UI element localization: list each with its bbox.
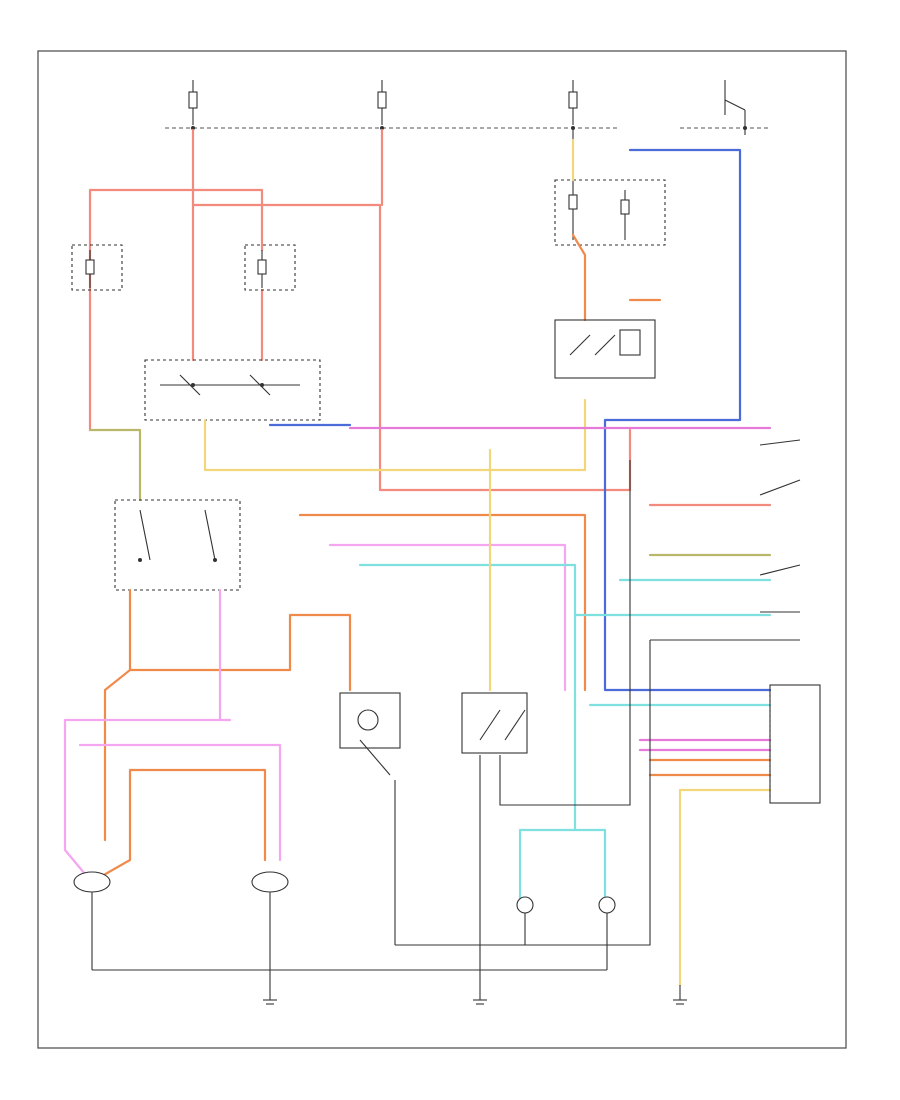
wire-olive bbox=[88, 428, 142, 502]
wire-pink-top bbox=[328, 543, 567, 692]
right-headlamp bbox=[251, 871, 289, 985]
left-headlamp bbox=[73, 871, 111, 970]
wire-cyan bbox=[358, 563, 772, 902]
battery-junction bbox=[724, 80, 747, 135]
fuse-center bbox=[244, 244, 296, 291]
wire-orange-lowbeam bbox=[103, 513, 587, 842]
relay-right bbox=[554, 319, 656, 379]
connector-right bbox=[769, 684, 821, 804]
wire-tail-return bbox=[499, 460, 631, 806]
tail-switch bbox=[461, 692, 528, 754]
fuse-3 bbox=[568, 80, 578, 130]
wire-orange-relay bbox=[571, 233, 587, 322]
dimmer-switch bbox=[114, 499, 241, 591]
wire-blue bbox=[268, 148, 772, 692]
ground-left bbox=[263, 985, 277, 1005]
ground-right bbox=[673, 985, 687, 1005]
wire-orange-headlamps bbox=[93, 768, 267, 882]
fuse-left bbox=[71, 244, 123, 291]
left-lamp bbox=[516, 896, 534, 945]
right-lamp bbox=[598, 896, 616, 970]
wire-lamp-return bbox=[395, 640, 651, 946]
fuse-2 bbox=[377, 80, 387, 130]
ground-center bbox=[473, 985, 487, 1005]
wire-yellow bbox=[203, 398, 587, 472]
wire-red-feed bbox=[88, 128, 632, 492]
wire-yellow-right bbox=[678, 788, 772, 987]
interior-lamp bbox=[339, 692, 401, 945]
headlamp-switch bbox=[144, 359, 321, 421]
wire-pink-highbeam bbox=[63, 588, 282, 882]
fuse-1 bbox=[188, 80, 198, 130]
wire-magenta-right bbox=[638, 738, 772, 752]
wire-orange-right bbox=[648, 758, 772, 777]
fuse-right-block bbox=[554, 130, 666, 246]
combination-switch bbox=[650, 439, 801, 641]
diagram-border bbox=[37, 50, 847, 1049]
